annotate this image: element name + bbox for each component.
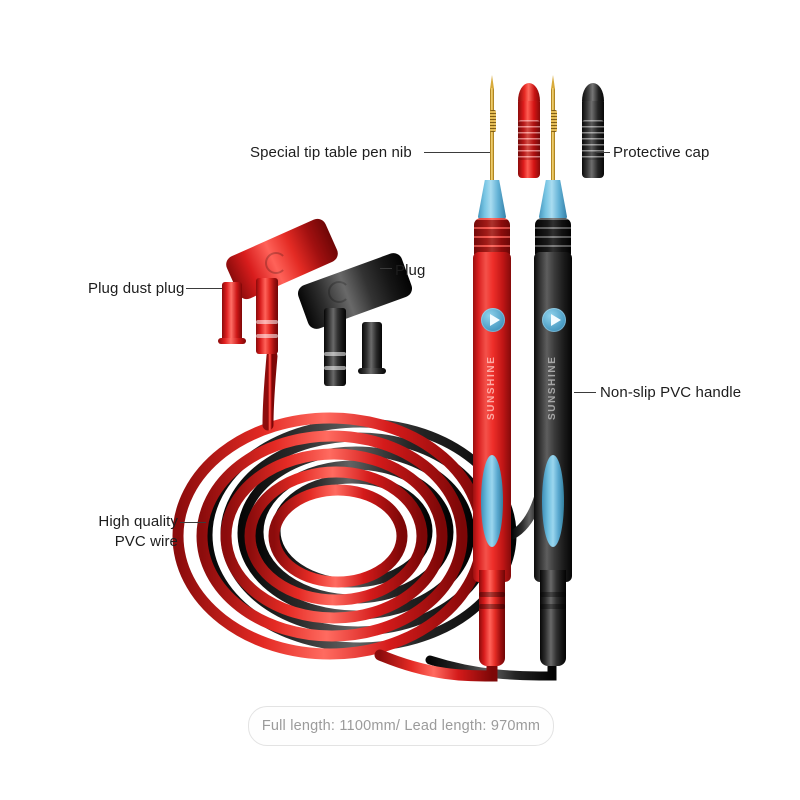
brand-label-red: SUNSHINE (486, 355, 497, 420)
probe-badge-red (481, 308, 505, 332)
dust-cap-black-body (362, 322, 382, 374)
protective-cap-red-nose (518, 83, 540, 101)
probe-tip-knurl-left (490, 110, 496, 132)
brand-label-black: SUNSHINE (547, 355, 558, 420)
callout-label-protective-cap: Protective cap (613, 144, 710, 161)
banana-plug-red-swirl (265, 252, 287, 274)
leader-plug-dust-plug (186, 288, 222, 289)
probe-grip-red (481, 455, 503, 547)
callout-label-plug-dust-plug: Plug dust plug (88, 280, 185, 297)
dust-cap-red-lip (218, 338, 246, 344)
probe-tail-ring-black-2 (540, 604, 566, 609)
dust-cap-black-lip (358, 368, 386, 374)
probe-tip-needle-point-right (551, 75, 555, 89)
leader-protective-cap (596, 152, 610, 153)
probe-tip-needle-point-left (490, 75, 494, 89)
leader-special-tip (424, 152, 490, 153)
callout-label-pvc-wire-line1: High quality (98, 513, 178, 530)
leader-non-slip-handle (574, 392, 596, 393)
callout-label-non-slip-handle: Non-slip PVC handle (600, 384, 742, 401)
banana-plug-red-shaft (256, 278, 278, 354)
banana-plug-black-swirl (328, 281, 350, 303)
probe-tail-red (479, 570, 505, 666)
probe-tip-needle-left (490, 88, 494, 184)
probe-tip-needle-right (551, 88, 555, 184)
callout-label-special-tip: Special tip table pen nib (250, 144, 412, 161)
red-wire-coil (172, 350, 498, 682)
banana-plug-black-ring-2 (324, 366, 346, 370)
callout-label-plug: Plug (395, 262, 426, 279)
spec-text: Full length: 1100mm/ Lead length: 970mm (261, 718, 541, 734)
protective-cap-black (582, 83, 604, 178)
leader-plug (380, 268, 392, 269)
protective-cap-black-ribs (582, 120, 604, 160)
banana-plug-red-ring-2 (256, 334, 278, 338)
probe-tail-black (540, 570, 566, 666)
protective-cap-black-nose (582, 83, 604, 101)
probe-tip-knurl-right (551, 110, 557, 132)
callout-label-pvc-wire: High quality PVC wire (60, 512, 178, 552)
dust-cap-red-body (222, 282, 242, 344)
probe-tail-ring-black (540, 592, 566, 597)
banana-plug-black-ring-1 (324, 352, 346, 356)
leader-pvc-wire (180, 522, 206, 523)
probe-collar-black (535, 218, 571, 258)
protective-cap-red-ribs (518, 120, 540, 160)
probe-collar-red (474, 218, 510, 258)
probe-badge-black (542, 308, 566, 332)
probe-tail-ring-red (479, 592, 505, 597)
callout-label-pvc-wire-line2: PVC wire (114, 533, 178, 550)
probe-tail-ring-red-2 (479, 604, 505, 609)
probe-grip-black (542, 455, 564, 547)
protective-cap-red (518, 83, 540, 178)
banana-plug-black-shaft (324, 308, 346, 386)
banana-plug-red-ring-1 (256, 320, 278, 324)
spec-pill: Full length: 1100mm/ Lead length: 970mm (248, 706, 554, 746)
